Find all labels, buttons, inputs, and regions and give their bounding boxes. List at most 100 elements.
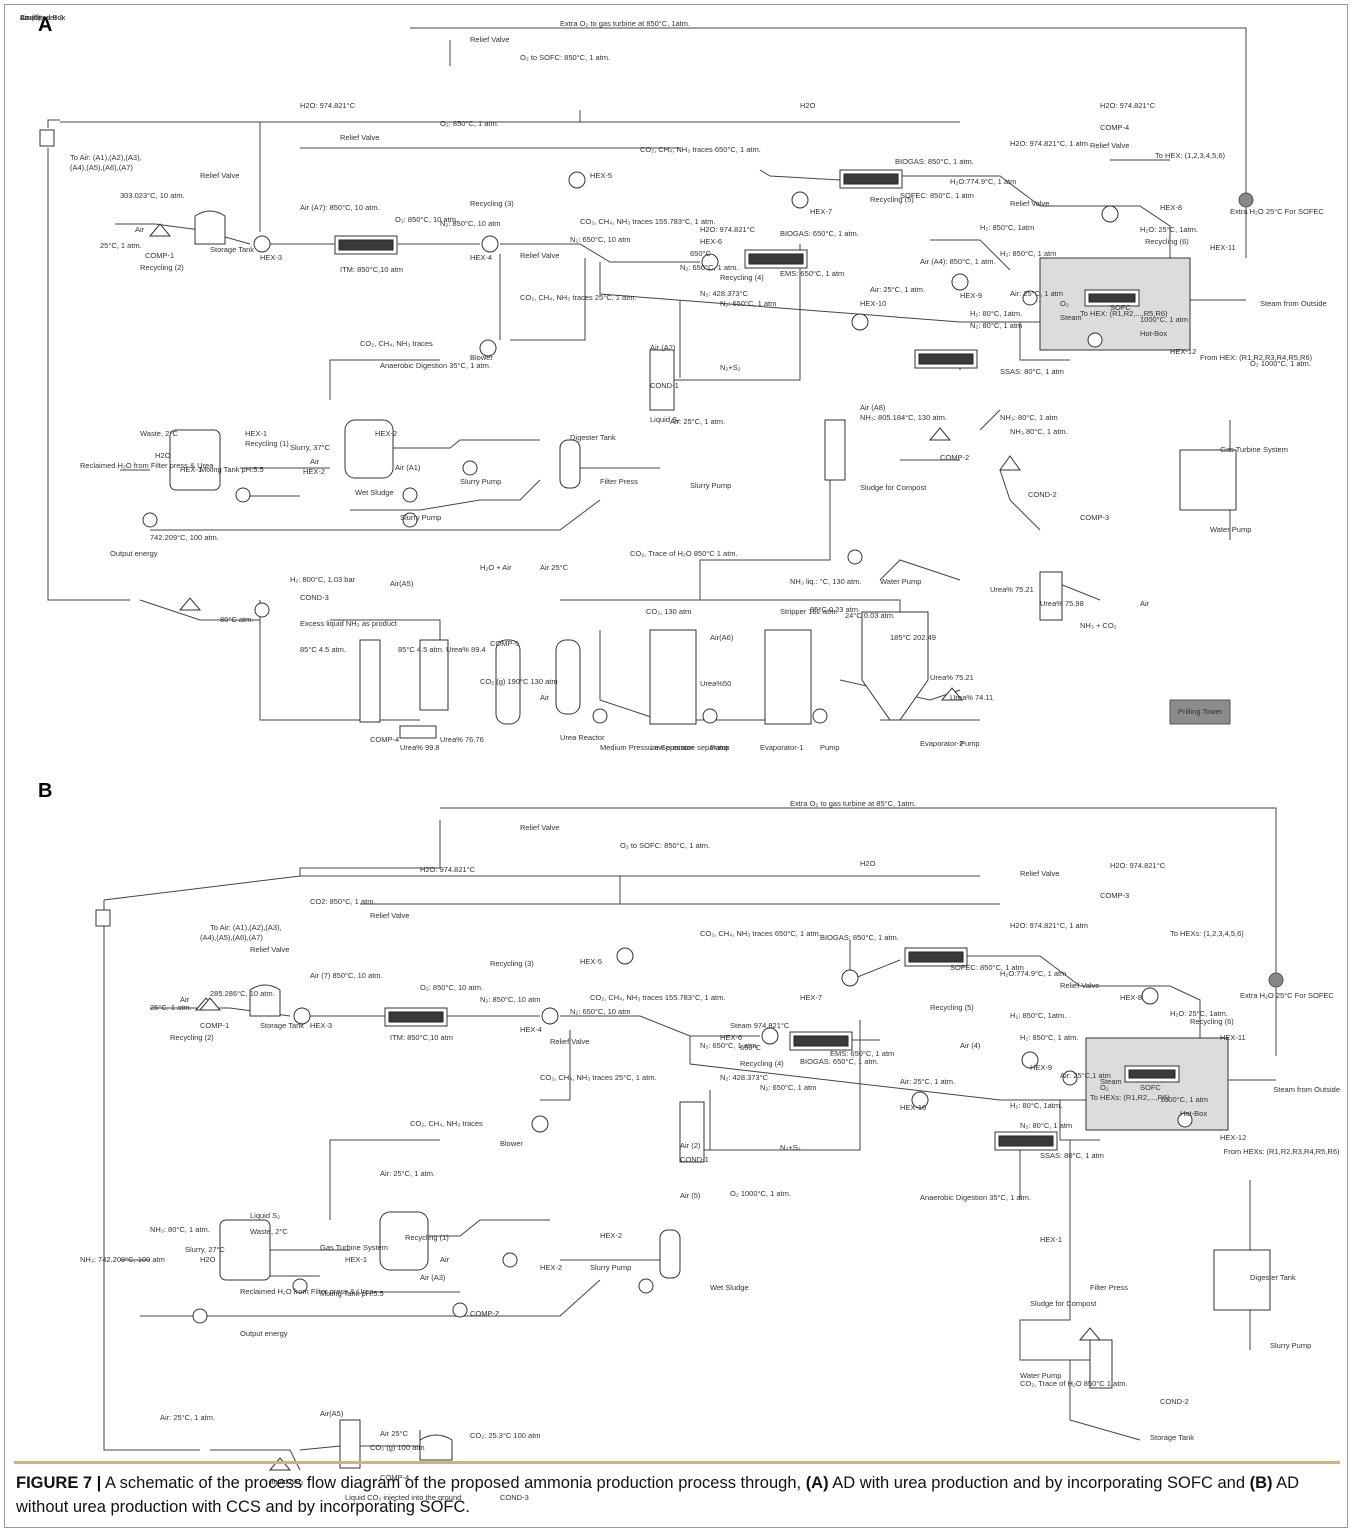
panel-a-label-96: Air (A1) (395, 463, 421, 472)
panel-a-label-128: 80°C atm. (220, 615, 253, 624)
panel-a-label-73: HEX-12 (1170, 347, 1196, 356)
panel-a-label-129: Excess liquid NH₃ as product (300, 619, 398, 628)
panel-b-label-31: 25°C, 1 atm. (150, 1003, 192, 1012)
panel-b-label-15: (A4),(A5),(A6),(A7) (200, 933, 263, 942)
panel-a-label-114: Water Pump (880, 577, 921, 586)
panel-b-label-70: Blower (500, 1139, 523, 1148)
panel-b-label-27: Recycling (5) (930, 1003, 974, 1012)
panel-b-label-115: liquid NH₃ (270, 1477, 303, 1486)
panel-a-label-31: 25°C, 1 atm. (100, 241, 142, 250)
panel-a-label-79: Air: 25°C, 1 atm. (670, 417, 725, 426)
panel-a-label-133: 85°C 4.5 atm. (300, 645, 346, 654)
panel-b-label-113: CO₂: 25.3°C 100 atm (470, 1431, 541, 1440)
panel-a-label-16: Relief Valve (200, 171, 239, 180)
panel-a-label-4: H2O (800, 101, 816, 110)
panel-b-label-87: HEX-2 (600, 1231, 622, 1240)
panel-b-label-9: Relief Valve (370, 911, 409, 920)
panel-a-label-7: COMP-4 (1100, 123, 1129, 132)
panel-b-label-26: HEX-7 (800, 993, 822, 1002)
panel-a-label-110: Water Pump (1210, 525, 1251, 534)
panel-a-label-34: Storage Tank (210, 245, 254, 254)
panel-a-label-143: Medium Pressure Separator (600, 743, 694, 752)
caption-tag-a: (A) (805, 1474, 829, 1492)
panel-b-label-21: HEX-8 (1120, 993, 1142, 1002)
panel-b-label-23: 285.286°C, 10 atm. (210, 989, 275, 998)
panel-a-label-60: HEX-10 (860, 299, 886, 308)
caption-text-2: AD with urea production and by incorpora… (828, 1474, 1250, 1492)
panel-b-label-47: HEX-11 (1220, 1033, 1246, 1042)
panel-b-label-95: HEX-2 (540, 1263, 562, 1272)
panel-b-label-22: Relief Valve (1060, 981, 1099, 990)
panel-a-label-83: HEX-1 (245, 429, 267, 438)
panel-a-label-49: Relief Valve (520, 251, 559, 260)
panel-b-label-46: Recycling (6) (1190, 1017, 1234, 1026)
panel-b-label-45: H₂: 850°C, 1 atm. (1020, 1033, 1078, 1042)
panel-a-label-3: H2O: 974.821°C (300, 101, 356, 110)
panel-a-label-106: COND-2 (1028, 490, 1057, 499)
panel-b-label-85: Waste, 2°C (250, 1227, 288, 1236)
panel-a-label-116: H₂O + Air (480, 563, 512, 572)
panel-a-label-109: 742.209°C, 100 atm. (150, 533, 219, 542)
panel-a-label-64: 1000°C, 1 atm (1140, 315, 1188, 324)
panel-a-label-70: Blower (470, 353, 493, 362)
panel-b-label-28: H₂: 850°C, 1atm. (1010, 1011, 1066, 1020)
panel-b-label-32: Air (180, 995, 190, 1004)
panel-a-label-39: HEX-4 (470, 253, 492, 262)
panel-a-label-127: NH₃ + CO₂ (1080, 621, 1117, 630)
panel-a-label-46: Recycling (6) (1145, 237, 1189, 246)
panel-a-label-40: N₂: 650°C, 10 atm (570, 235, 631, 244)
panel-b-label-89: Gas Turbine System (320, 1243, 388, 1252)
panel-a-label-26: HEX-7 (810, 207, 832, 216)
panel-b-label-98: NH₃: 742.209°C, 100 atm (80, 1255, 165, 1264)
panel-a-label-55: O₂ (1060, 299, 1069, 308)
panel-b-label-81: Air (5) (680, 1191, 701, 1200)
panel-a-label-151: Urea% 99.8 (400, 743, 440, 752)
panel-b-label-84: NH₃: 80°C, 1 atm. (150, 1225, 210, 1234)
panel-b-label-20: H₂O:774.9°C, 1 atm (1000, 969, 1066, 978)
panel-a-label-8: O₂: 850°C, 1 atm. (440, 119, 499, 128)
panel-a-label-22: HEX-8 (1160, 203, 1182, 212)
panel-b-label-92: HEX-1 (345, 1255, 367, 1264)
panel-b-label-6: Relief Valve (1020, 869, 1059, 878)
panel-a-label-88: HEX-2 (375, 429, 397, 438)
panel-a-label-15: (A4),(A5),(A6),(A7) (70, 163, 133, 172)
panel-a-label-103: Wet Sludge (355, 488, 394, 497)
panel-a-label-89: Digester Tank (570, 433, 616, 442)
panel-b-label-82: Liquid S₂ (250, 1211, 280, 1220)
panel-b-label-36: HEX-3 (310, 1021, 332, 1030)
panel-a-label-138: Urea% 74.11 (950, 693, 993, 702)
panel-b-label-17: Recycling (3) (490, 959, 534, 968)
panel-a-label-130: COMP-5 (490, 639, 519, 648)
panel-a-label-122: Air(A5) (390, 579, 414, 588)
panel-a-label-19: SOFEC: 850°C, 1 atm (900, 191, 974, 200)
panel-a-label-117: Air 25°C (540, 563, 569, 572)
panel-a-label-54: Air: 25°C, 1 atm (1010, 289, 1063, 298)
panel-a-label-90: COMP-2 (940, 453, 969, 462)
panel-a-label-81: Air (A8) (860, 403, 886, 412)
panel-a-label-80: Anaerobic Digestion 35°C, 1 atm. (380, 361, 491, 370)
figure-frame (4, 4, 1348, 1528)
panel-b-label-99: Reclaimed H₂O from Filter press & Urea (240, 1287, 374, 1296)
panel-b-label-56: Recycling (4) (740, 1059, 784, 1068)
panel-a-label-23: 303.023°C, 10 atm. (120, 191, 185, 200)
panel-a-label-134: 85°C 4.5 atm. Urea% 89.4 (398, 645, 486, 654)
panel-b-label-94: Air (A3) (420, 1273, 446, 1282)
panel-a-label-123: CO₂, 130 atm (646, 607, 691, 616)
panel-b-label-1: Relief Valve (520, 823, 559, 832)
panel-a-label-27: Recycling (5) (870, 195, 914, 204)
panel-b-label-52: Air (4) (960, 1041, 981, 1050)
panel-b-label-91: H2O (200, 1255, 216, 1264)
panel-b-label: B (38, 780, 53, 802)
panel-a-label-43: 650°C (690, 249, 712, 258)
panel-b-label-3: H2O: 974.821°C (420, 865, 476, 874)
panel-a-label-41: H2O: 974.821°C (700, 225, 756, 234)
panel-b-label-29: H₂O: 25°C, 1atm. (1170, 1009, 1228, 1018)
panel-a-label-115: H₂: 800°C, 1.03 bar (290, 575, 356, 584)
panel-b-label-75: COND-1 (680, 1155, 709, 1164)
panel-a-label-76: SSAS: 80°C, 1 atm (1000, 367, 1064, 376)
panel-a-label-5: H2O: 974.821°C (1100, 101, 1156, 110)
panel-a-label-108: COMP-3 (1080, 513, 1109, 522)
panel-b-label-33: COMP-1 (200, 1021, 229, 1030)
panel-b-label-7: COMP-3 (1100, 891, 1129, 900)
